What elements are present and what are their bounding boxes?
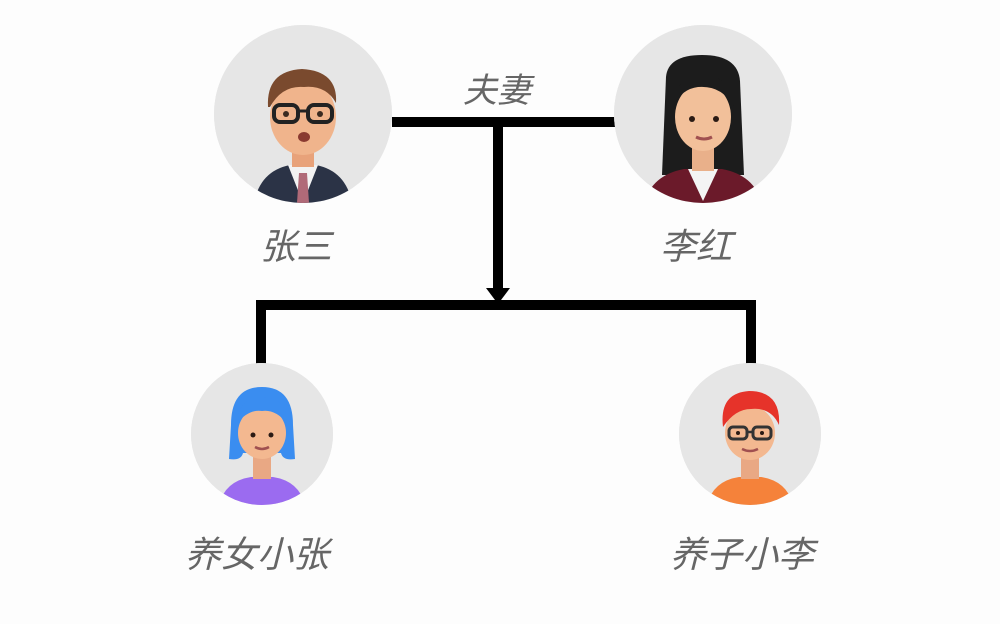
boy-red-hair-glasses-avatar-icon	[679, 363, 821, 505]
parent-name-label: 张三	[259, 227, 333, 268]
girl-blue-hair-avatar-icon	[191, 363, 333, 505]
child-name-label: 养女小张	[184, 535, 330, 576]
parent-name-label: 李红	[659, 227, 733, 268]
businessman-glasses-avatar-icon	[214, 25, 392, 203]
descent-arrow-head	[486, 288, 510, 304]
child-name-label: 养子小李	[669, 535, 815, 576]
relation-label: 夫妻	[463, 71, 531, 111]
businesswoman-black-hair-avatar-icon	[614, 25, 792, 203]
